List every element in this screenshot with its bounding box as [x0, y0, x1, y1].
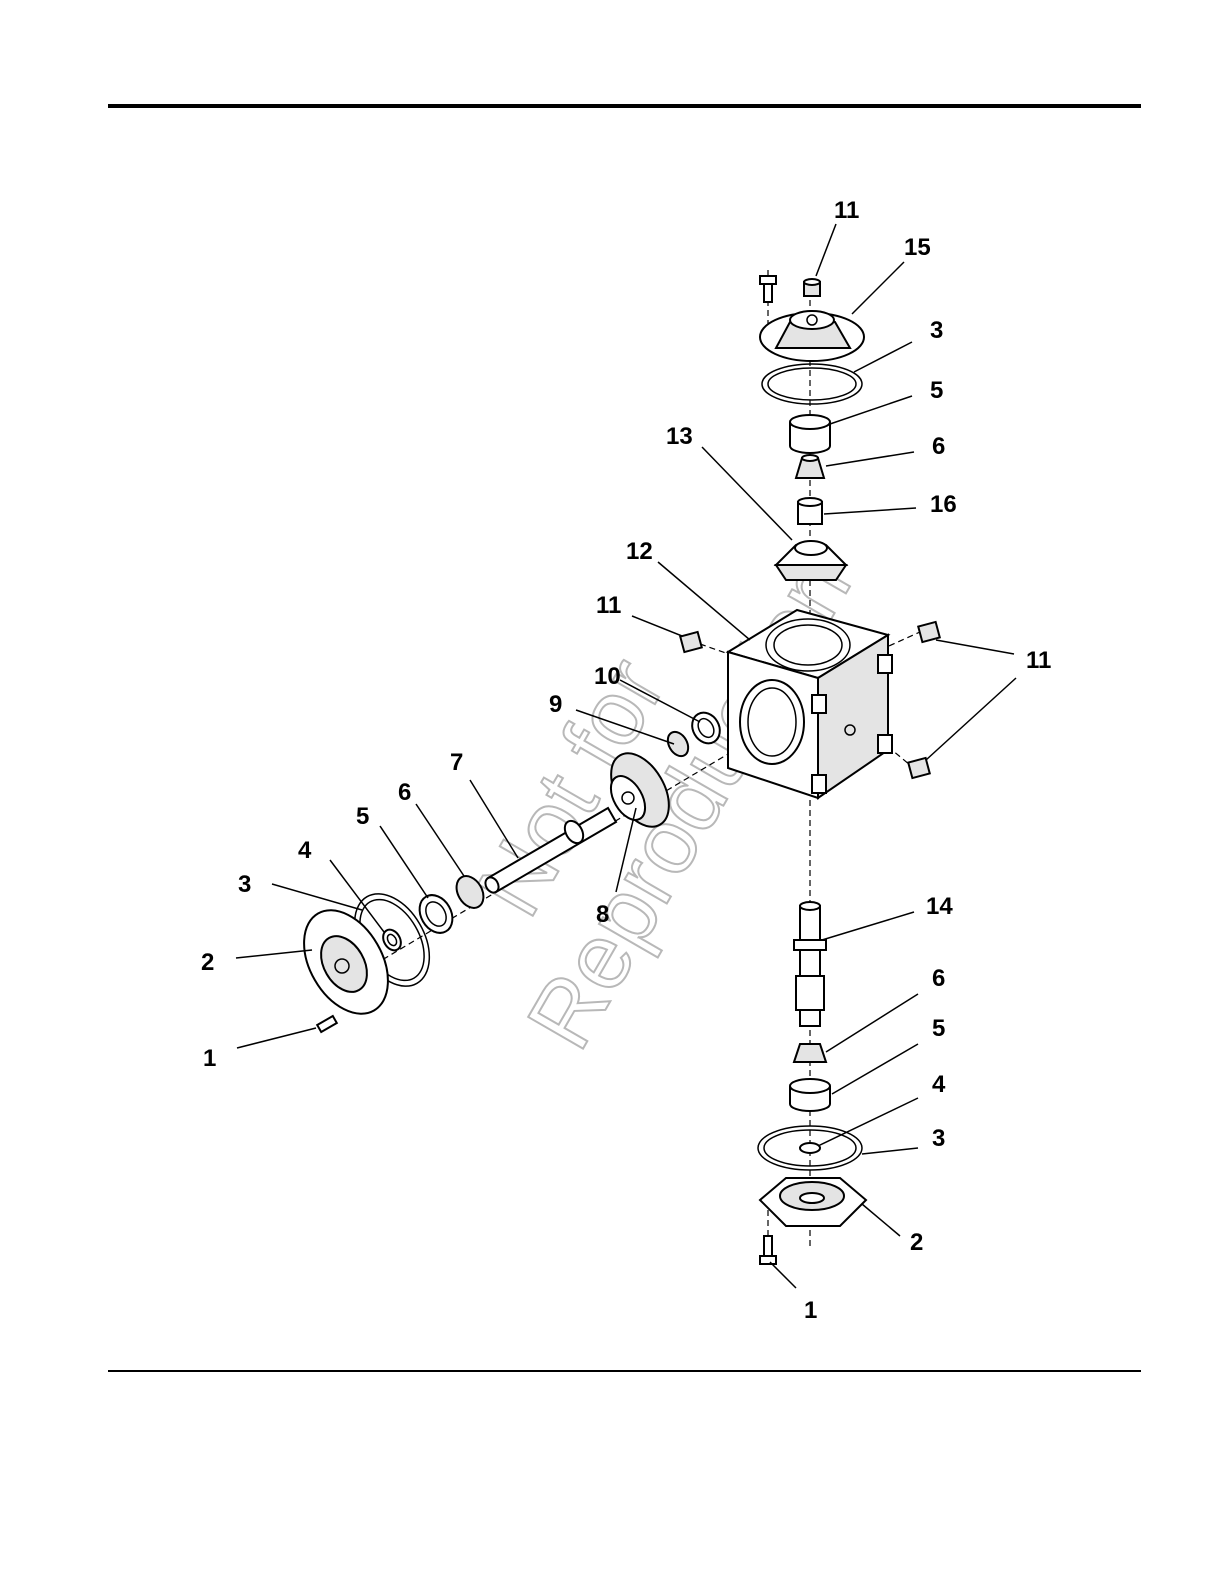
callout-5-bottom: 5	[932, 1015, 945, 1042]
callout-4-left: 4	[298, 837, 312, 864]
callout-7: 7	[450, 749, 463, 776]
callout-2-bottom: 2	[910, 1229, 923, 1256]
callout-1-left: 1	[203, 1045, 216, 1072]
callout-6-left: 6	[398, 779, 411, 806]
bottom-bearing-cone	[794, 1044, 826, 1062]
top-gasket	[762, 364, 862, 404]
right-top-pipe-plug	[918, 622, 940, 642]
callout-8: 8	[596, 901, 609, 928]
callout-3-bottom: 3	[932, 1125, 945, 1152]
top-plug	[804, 279, 820, 296]
callout-2-left: 2	[201, 949, 214, 976]
output-shaft	[794, 902, 826, 1026]
callout-6-top: 6	[932, 433, 945, 460]
callout-11-top: 11	[834, 197, 859, 224]
callout-1-bottom: 1	[804, 1297, 817, 1324]
bottom-bolt	[760, 1236, 776, 1264]
callout-11-right: 11	[1026, 647, 1051, 674]
top-bolt	[760, 276, 776, 302]
callout-16: 16	[930, 491, 957, 518]
callout-5-left: 5	[356, 803, 369, 830]
callout-5-top: 5	[930, 377, 943, 404]
callout-3-left: 3	[238, 871, 251, 898]
callout-14: 14	[926, 893, 953, 920]
left-cover	[287, 896, 405, 1029]
callout-11-left: 11	[596, 592, 621, 619]
callout-4-bottom: 4	[932, 1071, 946, 1098]
callout-3-top: 3	[930, 317, 943, 344]
left-bolt	[317, 1016, 337, 1032]
left-bearing-cup	[413, 889, 459, 939]
top-bearing-cup	[790, 415, 830, 453]
callout-10: 10	[594, 663, 621, 690]
callout-12: 12	[626, 538, 653, 565]
callout-13: 13	[666, 423, 693, 450]
top-cover	[760, 311, 864, 361]
right-bottom-pipe-plug	[908, 758, 930, 778]
bottom-cover	[760, 1178, 866, 1226]
callout-9: 9	[549, 691, 562, 718]
left-pipe-plug	[680, 632, 702, 652]
gearbox-housing	[728, 610, 892, 798]
spacer	[798, 498, 822, 524]
bottom-bearing-cup	[790, 1079, 830, 1111]
callout-15: 15	[904, 234, 931, 261]
bottom-seal	[800, 1143, 820, 1153]
callout-6-bottom: 6	[932, 965, 945, 992]
top-bearing-cone	[796, 455, 824, 478]
